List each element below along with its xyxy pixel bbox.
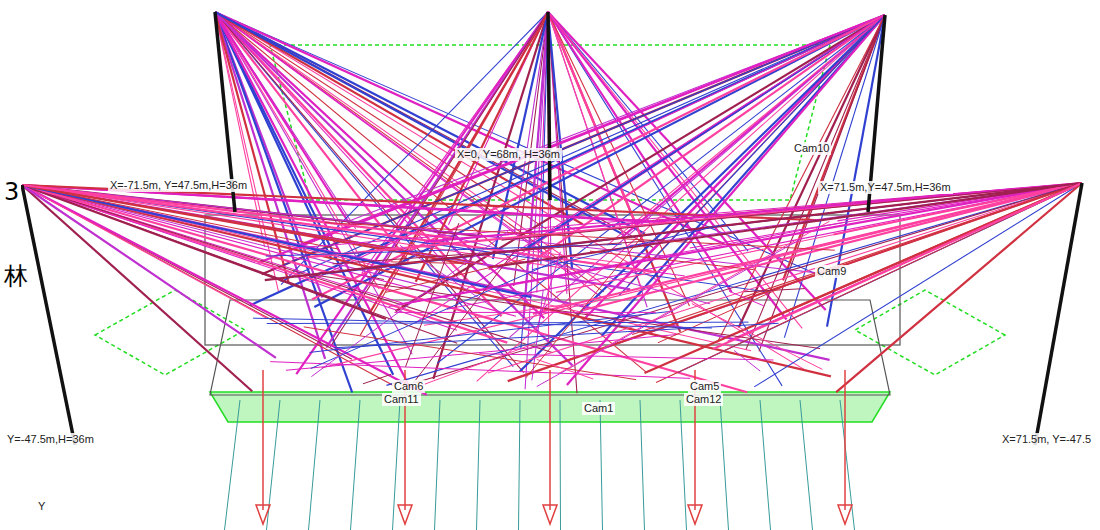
- net-cable: [394, 312, 655, 313]
- camera-label: Cam10: [792, 142, 831, 155]
- drop-line: [760, 400, 771, 530]
- drop-line: [435, 400, 441, 530]
- net-cable: [414, 343, 535, 388]
- net-cable: [479, 354, 773, 360]
- net-cable: [334, 323, 779, 347]
- drop-line: [351, 400, 361, 530]
- cable-line: [22, 185, 268, 319]
- net-cable: [311, 258, 563, 369]
- camera-label: Cam9: [815, 265, 848, 278]
- net-cable: [386, 259, 526, 292]
- coordinate-label: X=0, Y=68m, H=36m: [455, 148, 562, 161]
- drop-line: [560, 400, 562, 530]
- drop-line: [680, 400, 687, 530]
- drop-line: [309, 400, 321, 530]
- coordinate-label: X=-71.5m, Y=47.5m,H=36m: [108, 179, 249, 192]
- cable-line: [508, 183, 1082, 381]
- net-cable: [526, 233, 645, 378]
- cable-line: [334, 183, 1082, 272]
- net-cable: [389, 223, 843, 307]
- drop-line: [720, 400, 729, 530]
- coordinate-label: X=71.5m,Y=47.5m,H=36m: [818, 181, 953, 194]
- load-arrowhead: [688, 505, 702, 524]
- net-cable: [658, 279, 800, 342]
- cable-line: [215, 12, 724, 244]
- drop-line: [800, 400, 813, 530]
- drop-line: [600, 400, 603, 530]
- side-character: 林: [2, 262, 30, 290]
- drop-line: [519, 400, 521, 530]
- load-arrowhead: [256, 505, 270, 524]
- cable-line: [718, 15, 885, 341]
- net-cable: [537, 359, 594, 379]
- camera-label: Cam1: [582, 402, 615, 415]
- axis-label: Y: [36, 500, 47, 513]
- drop-line: [225, 400, 241, 530]
- load-arrowhead: [398, 505, 412, 524]
- cable-line: [386, 183, 1082, 385]
- camera-label: Cam12: [684, 393, 723, 406]
- load-arrowhead: [543, 505, 557, 524]
- cable-line: [22, 185, 751, 351]
- cable-line: [645, 183, 1083, 373]
- cable-line: [308, 183, 1082, 257]
- drop-line: [640, 400, 645, 530]
- load-arrowhead: [838, 505, 852, 524]
- coordinate-label: Y=-47.5m,H=36m: [5, 433, 96, 446]
- net-cable: [253, 318, 712, 328]
- net-cable: [537, 240, 800, 387]
- net-cable: [266, 244, 622, 256]
- cable-line: [556, 183, 1082, 292]
- camera-label: Cam5: [688, 380, 721, 393]
- net-cable: [307, 274, 820, 348]
- cable-line: [312, 15, 885, 299]
- net-cable: [391, 262, 473, 264]
- cable-line: [493, 12, 548, 259]
- drop-line: [393, 400, 401, 530]
- cable-line: [502, 183, 1083, 240]
- drop-line: [840, 400, 855, 530]
- cable-line: [510, 15, 886, 337]
- cable-line: [22, 185, 532, 297]
- coordinate-label: X=71.5m, Y=-47.5: [1000, 433, 1093, 446]
- drop-line: [477, 400, 481, 530]
- cable-line: [215, 12, 410, 387]
- cable-line: [477, 15, 885, 381]
- cable-line: [567, 15, 885, 385]
- net-cable: [368, 276, 384, 279]
- load-arrow: [549, 370, 551, 510]
- camera-label: Cam6: [392, 380, 425, 393]
- net-cable: [532, 290, 543, 381]
- side-character: 3: [2, 178, 21, 206]
- net-cable: [734, 350, 760, 371]
- load-arrow: [262, 370, 264, 510]
- net-cable: [333, 240, 665, 264]
- net-cable: [536, 252, 560, 332]
- camera-label: Cam11: [382, 393, 421, 406]
- net-cable: [304, 327, 636, 380]
- cable-line: [22, 185, 454, 238]
- load-arrow: [844, 370, 846, 510]
- cable-line: [22, 185, 553, 353]
- cable-line: [322, 183, 1082, 368]
- net-cable: [363, 374, 391, 383]
- cable-line: [265, 183, 1082, 280]
- cable-line: [754, 183, 1082, 387]
- cable-line: [22, 185, 587, 272]
- cable-line: [396, 15, 885, 311]
